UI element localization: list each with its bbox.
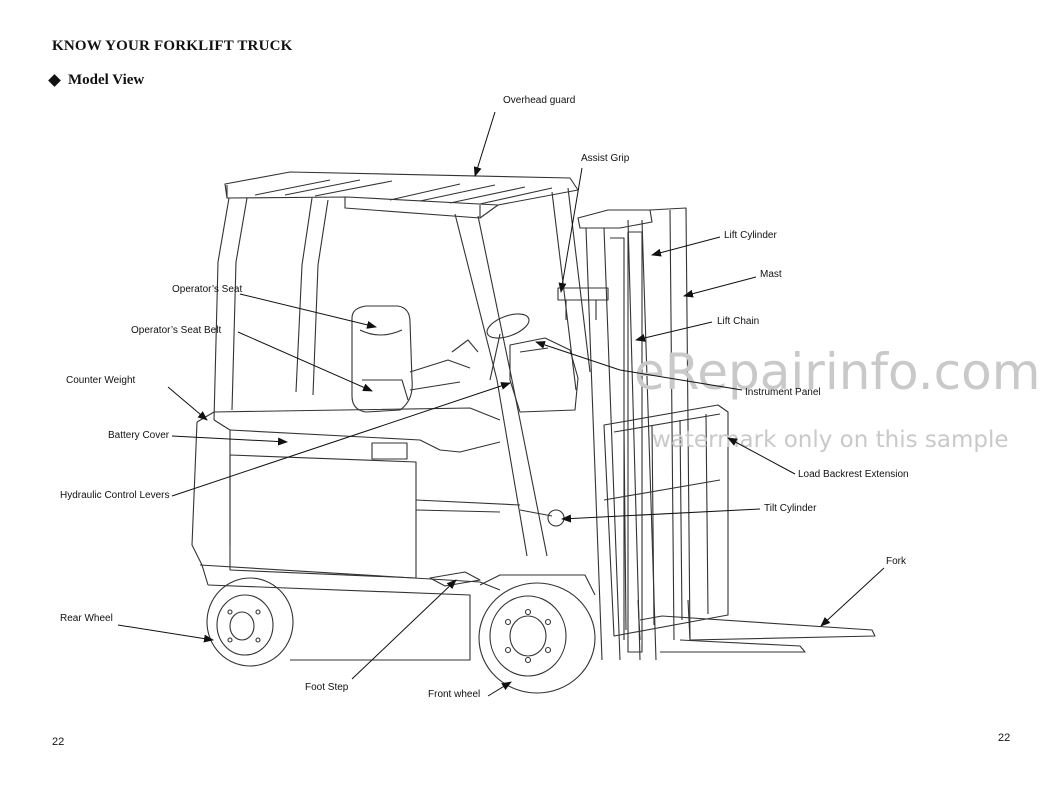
label-battery-cover: Battery Cover [108,430,170,441]
steering-dash-drawing [451,313,579,413]
forklift-illustration [191,171,876,694]
watermark-line2: watermark only on this sample [652,427,1009,453]
leader-counter-weight [167,386,208,421]
page-number-right: 22 [998,732,1011,744]
leader-operators-seat-belt [237,331,373,392]
leader-instrument-panel [535,341,743,391]
label-assist-grip: Assist Grip [581,153,630,164]
label-front-wheel: Front wheel [428,689,480,700]
label-overhead-guard: Overhead guard [503,95,575,106]
label-instrument-panel: Instrument Panel [745,387,821,398]
watermark: eRepairinfo.com watermark only on this s… [634,343,1040,453]
truck-body [191,407,521,661]
label-foot-step: Foot Step [305,682,349,693]
label-lift-cylinder: Lift Cylinder [724,230,777,241]
label-counter-weight: Counter Weight [66,375,136,386]
label-lift-chain: Lift Chain [717,316,759,327]
leader-fork [820,567,885,627]
tilt-cylinder-drawing [519,509,565,527]
foot-step-drawing [429,571,481,587]
operator-seat-drawing [351,305,471,413]
leader-assist-grip [558,167,583,293]
leader-lift-chain [635,321,713,342]
page-heading: KNOW YOUR FORKLIFT TRUCK [52,38,293,54]
label-load-backrest-extension: Load Backrest Extension [798,469,909,480]
overhead-guard-roof [224,171,579,219]
label-fork: Fork [886,556,907,567]
leader-lift-cylinder [651,236,721,257]
subheading-text: Model View [68,72,145,88]
leader-hydraulic-control-levers [171,382,511,497]
label-hydraulic-control-levers: Hydraulic Control Levers [60,490,170,501]
rear-posts [213,197,329,421]
rear-wheel-drawing [206,577,294,667]
watermark-line1: eRepairinfo.com [634,343,1040,401]
leader-mast [683,276,757,298]
label-rear-wheel: Rear Wheel [60,613,113,624]
callout-labels: Overhead guard Assist Grip Lift Cylinder… [60,95,909,700]
leader-battery-cover [171,435,288,446]
page-number-left: 22 [52,736,65,748]
leader-front-wheel [487,681,512,697]
mast-drawing [577,207,691,661]
leader-operators-seat [239,293,377,329]
leader-foot-step [351,579,457,680]
label-operators-seat-belt: Operator’s Seat Belt [131,325,221,336]
front-wheel-drawing [478,574,596,694]
leader-tilt-cylinder [561,508,761,523]
load-backrest-drawing [603,404,729,637]
assist-grip-drawing [557,287,609,320]
leader-load-backrest-extension [727,437,796,475]
label-operators-seat: Operator’s Seat [172,284,242,295]
forks-drawing [637,599,876,653]
section-subheading: Model View [48,72,145,89]
leader-lines [117,111,885,697]
leader-overhead-guard [473,111,496,177]
label-mast: Mast [760,269,782,280]
leader-rear-wheel [117,624,214,643]
label-tilt-cylinder: Tilt Cylinder [764,503,817,514]
